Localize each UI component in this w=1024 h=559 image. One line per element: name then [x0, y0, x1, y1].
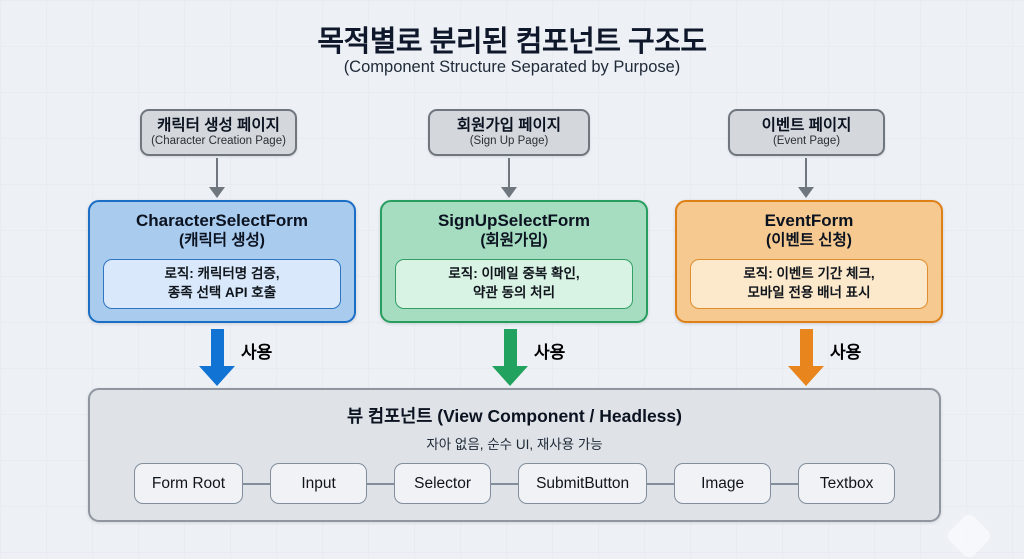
- form-box-event: EventForm (이벤트 신청) 로직: 이벤트 기간 체크, 모바일 전용…: [675, 200, 943, 323]
- chip-textbox: Textbox: [798, 463, 896, 504]
- use-arrow-orange-icon: [788, 329, 824, 386]
- view-component-chips: Form Root Input Selector SubmitButton Im…: [90, 463, 939, 504]
- use-arrow-blue-icon: [199, 329, 235, 386]
- logic-line: 로직: 캐릭터명 검증,: [164, 265, 280, 281]
- page-label: 회원가입 페이지: [456, 116, 562, 134]
- chip-submit-button: SubmitButton: [518, 463, 648, 504]
- chip-image: Image: [674, 463, 772, 504]
- chip-connector: [491, 482, 519, 485]
- form-korean-name: (이벤트 신청): [766, 232, 852, 250]
- chip-connector: [367, 482, 395, 485]
- page-box-character-creation: 캐릭터 생성 페이지 (Character Creation Page): [140, 109, 297, 156]
- watermark: [944, 511, 994, 559]
- logic-line: 종족 선택 API 호출: [167, 284, 277, 300]
- use-arrow-green-icon: [492, 329, 528, 386]
- use-label: 사용: [241, 343, 273, 362]
- logic-line: 약관 동의 처리: [472, 284, 556, 300]
- form-name: SignUpSelectForm: [437, 211, 591, 230]
- chip-input: Input: [270, 463, 368, 504]
- page-label: 캐릭터 생성 페이지: [157, 116, 280, 134]
- form-name: CharacterSelectForm: [136, 211, 308, 230]
- page-sublabel: (Event Page): [772, 134, 841, 147]
- form-korean-name: (캐릭터 생성): [179, 232, 265, 250]
- form-box-sign-up-select: SignUpSelectForm (회원가입) 로직: 이메일 중복 확인, 약…: [380, 200, 648, 323]
- chip-connector: [243, 482, 271, 485]
- diagram-title: 목적별로 분리된 컴포넌트 구조도: [317, 26, 707, 58]
- logic-line: 로직: 이메일 중복 확인,: [448, 265, 580, 281]
- logic-line: 모바일 전용 배너 표시: [747, 284, 871, 300]
- logic-box: 로직: 캐릭터명 검증, 종족 선택 API 호출: [103, 258, 341, 309]
- logic-box: 로직: 이메일 중복 확인, 약관 동의 처리: [395, 258, 633, 309]
- logic-box: 로직: 이벤트 기간 체크, 모바일 전용 배너 표시: [690, 258, 928, 309]
- chip-connector: [771, 482, 799, 485]
- connector-arrow-down-icon: [798, 158, 814, 198]
- diagram-subtitle: (Component Structure Separated by Purpos…: [343, 58, 681, 76]
- view-component-title: 뷰 컴포넌트 (View Component / Headless): [347, 406, 682, 426]
- use-label: 사용: [830, 343, 862, 362]
- page-box-event: 이벤트 페이지 (Event Page): [728, 109, 885, 156]
- chip-selector: Selector: [394, 463, 492, 504]
- connector-arrow-down-icon: [501, 158, 517, 198]
- page-label: 이벤트 페이지: [761, 116, 852, 134]
- form-box-character-select: CharacterSelectForm (캐릭터 생성) 로직: 캐릭터명 검증…: [88, 200, 356, 323]
- connector-arrow-down-icon: [209, 158, 225, 198]
- page-sublabel: (Sign Up Page): [469, 134, 549, 147]
- view-component-subtitle: 자아 없음, 순수 UI, 재사용 가능: [426, 437, 603, 452]
- logic-line: 로직: 이벤트 기간 체크,: [743, 265, 875, 281]
- use-label: 사용: [534, 343, 566, 362]
- page-box-sign-up: 회원가입 페이지 (Sign Up Page): [428, 109, 590, 156]
- form-korean-name: (회원가입): [480, 232, 548, 250]
- chip-form-root: Form Root: [133, 463, 244, 504]
- chip-connector: [647, 482, 675, 485]
- view-component-box: 뷰 컴포넌트 (View Component / Headless) 자아 없음…: [88, 388, 941, 522]
- form-name: EventForm: [764, 211, 854, 230]
- page-sublabel: (Character Creation Page): [151, 134, 286, 147]
